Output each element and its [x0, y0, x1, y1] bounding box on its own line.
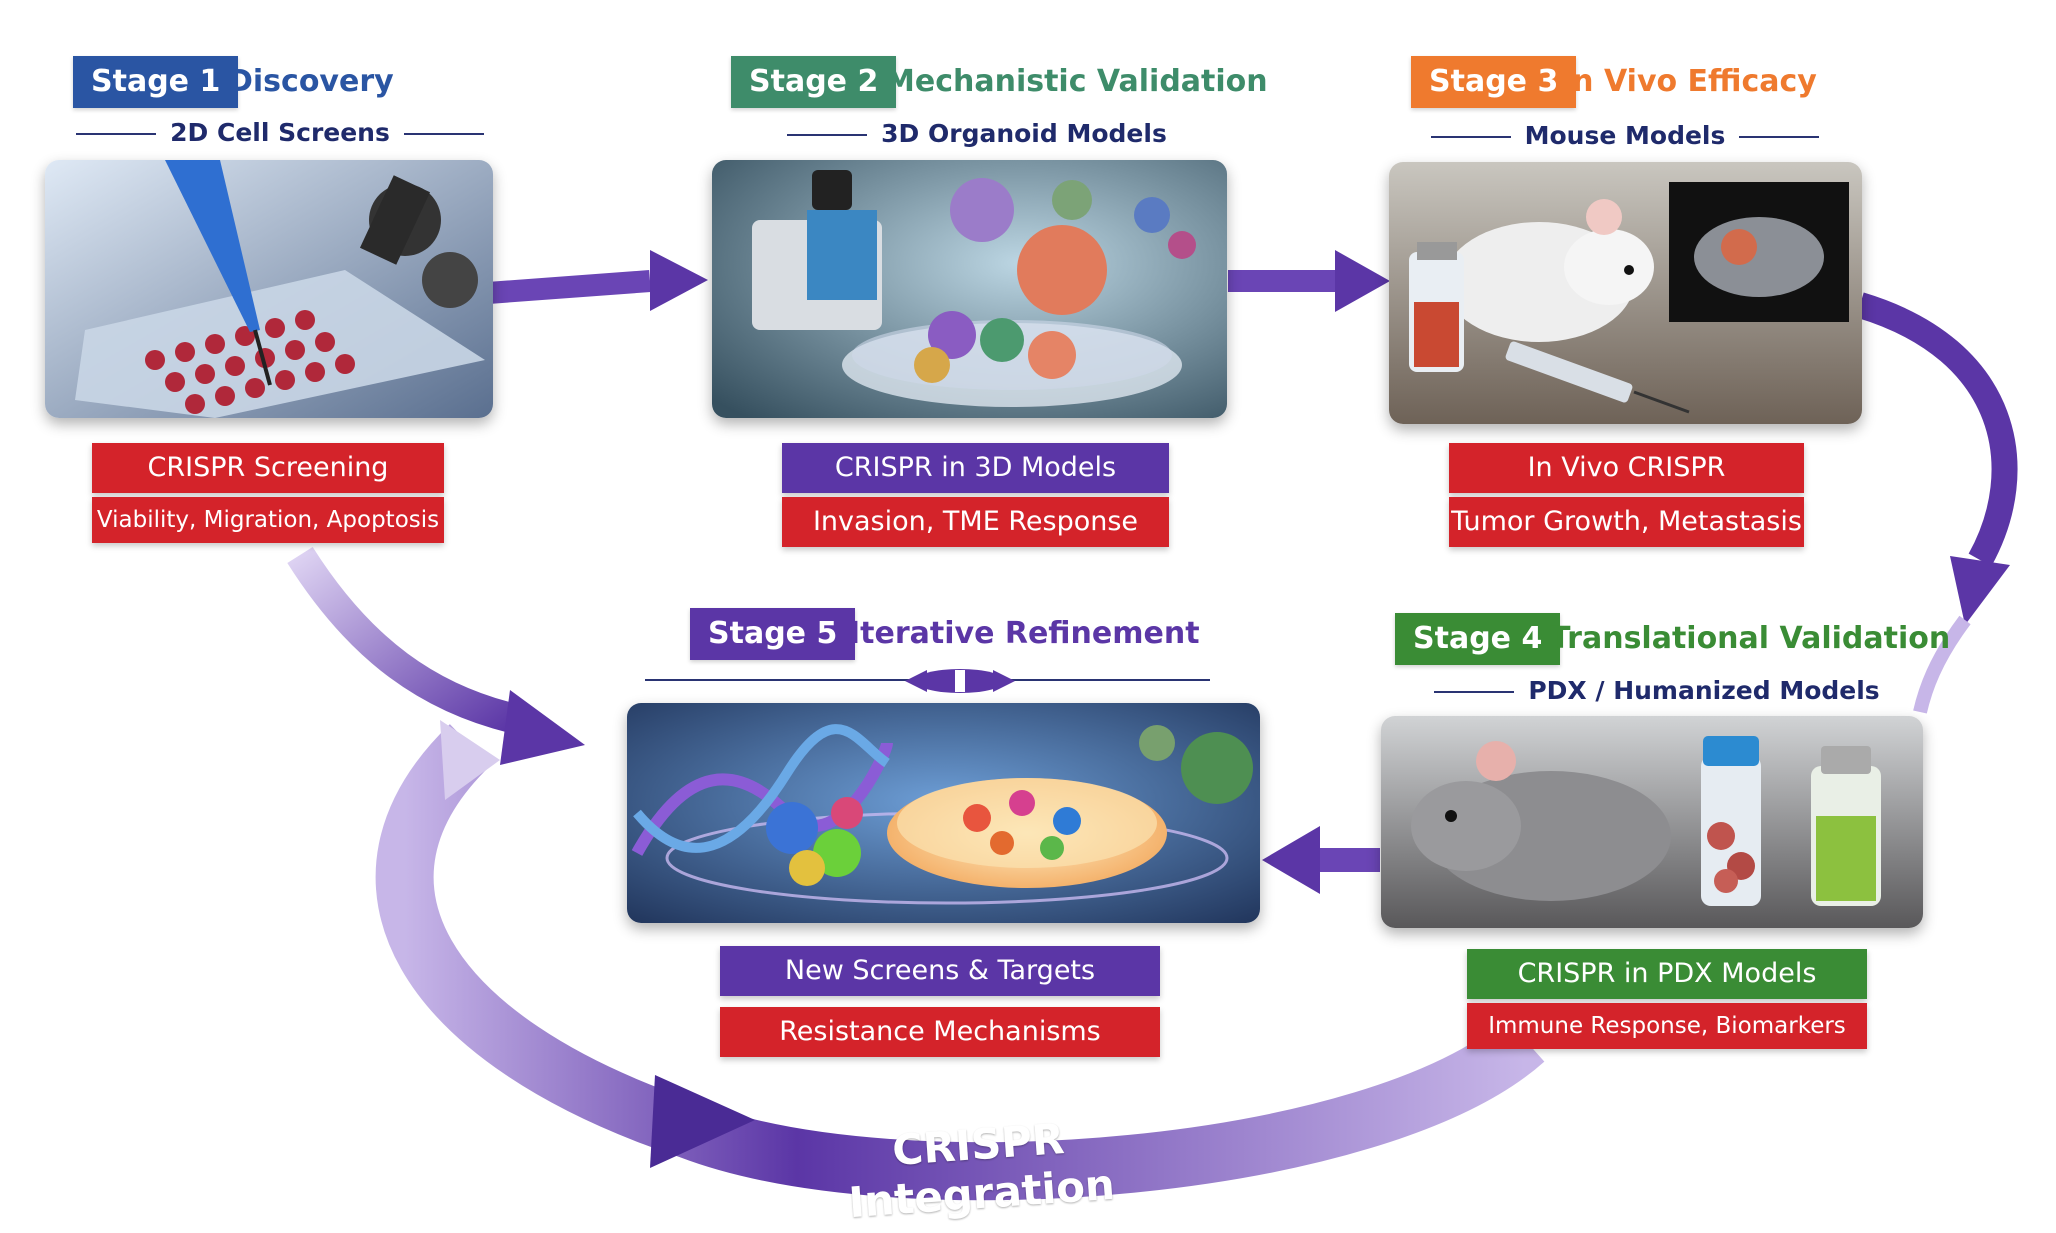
organoid-cluster-icon — [914, 178, 1196, 383]
organoid-cluster-icon — [766, 725, 1253, 886]
stage2-badge: Stage 2 — [731, 56, 897, 108]
stage1-label-secondary: Viability, Migration, Apoptosis — [92, 497, 444, 543]
stage4-label-secondary: Immune Response, Biomarkers — [1467, 1003, 1867, 1049]
stage4-subheader: PDX / Humanized Models — [1395, 676, 1905, 706]
stage5-label-primary: New Screens & Targets — [720, 946, 1160, 996]
stage1-title: Discovery — [228, 64, 394, 99]
vial-icon — [1409, 242, 1464, 372]
stage3-subheader: Mouse Models — [1405, 121, 1845, 151]
stage1-badge: Stage 1 — [73, 56, 239, 108]
arrow-stage3-to-stage4 — [1856, 292, 2018, 714]
stage3-badge: Stage 3 — [1411, 56, 1577, 108]
stage3-image — [1389, 162, 1862, 424]
stage2-label-primary: CRISPR in 3D Models — [782, 443, 1169, 493]
multiwell-plate-icon — [145, 310, 355, 414]
monitor-scan-icon — [1669, 182, 1849, 322]
arrow-integration-arc — [375, 720, 1545, 1201]
imaging-device-icon — [752, 170, 882, 330]
stage5-label-secondary: Resistance Mechanisms — [720, 1007, 1160, 1057]
stage4-label-primary: CRISPR in PDX Models — [1467, 949, 1867, 999]
arrow-stage1-to-stage5 — [287, 546, 585, 765]
stage2-label-secondary: Invasion, TME Response — [782, 497, 1169, 547]
arrow-stage2-to-stage3 — [1228, 250, 1390, 312]
stage2-subheader: 3D Organoid Models — [720, 119, 1220, 149]
stage2-title: Mechanistic Validation — [885, 64, 1268, 99]
sample-vial-red-icon — [1701, 736, 1761, 906]
microscope-icon — [359, 175, 478, 308]
stage5-title: Iterative Refinement — [849, 616, 1200, 651]
arrow-stage1-to-stage2 — [487, 250, 708, 311]
stage2-image — [712, 160, 1227, 418]
syringe-icon — [1505, 341, 1690, 414]
stage4-title: Translational Validation — [1550, 621, 1951, 656]
petri-dish-icon — [887, 778, 1167, 888]
sample-vial-green-icon — [1811, 746, 1881, 906]
stage4-image — [1381, 716, 1923, 928]
stage1-subheader: 2D Cell Screens — [40, 118, 520, 148]
stage3-label-secondary: Tumor Growth, Metastasis — [1449, 497, 1804, 547]
refresh-arrows-icon — [905, 666, 1015, 696]
grey-mouse-icon — [1411, 741, 1671, 901]
stage5-image — [627, 703, 1260, 923]
pipette-icon — [165, 160, 272, 386]
arrow-stage4-to-stage5 — [1262, 826, 1380, 894]
white-mouse-icon — [1444, 199, 1654, 342]
stage3-title: In Vivo Efficacy — [1561, 64, 1817, 99]
stage1-image — [45, 160, 493, 418]
stage4-badge: Stage 4 — [1395, 613, 1561, 665]
stage1-label-primary: CRISPR Screening — [92, 443, 444, 493]
stage3-label-primary: In Vivo CRISPR — [1449, 443, 1804, 493]
stage5-badge: Stage 5 — [690, 608, 856, 660]
